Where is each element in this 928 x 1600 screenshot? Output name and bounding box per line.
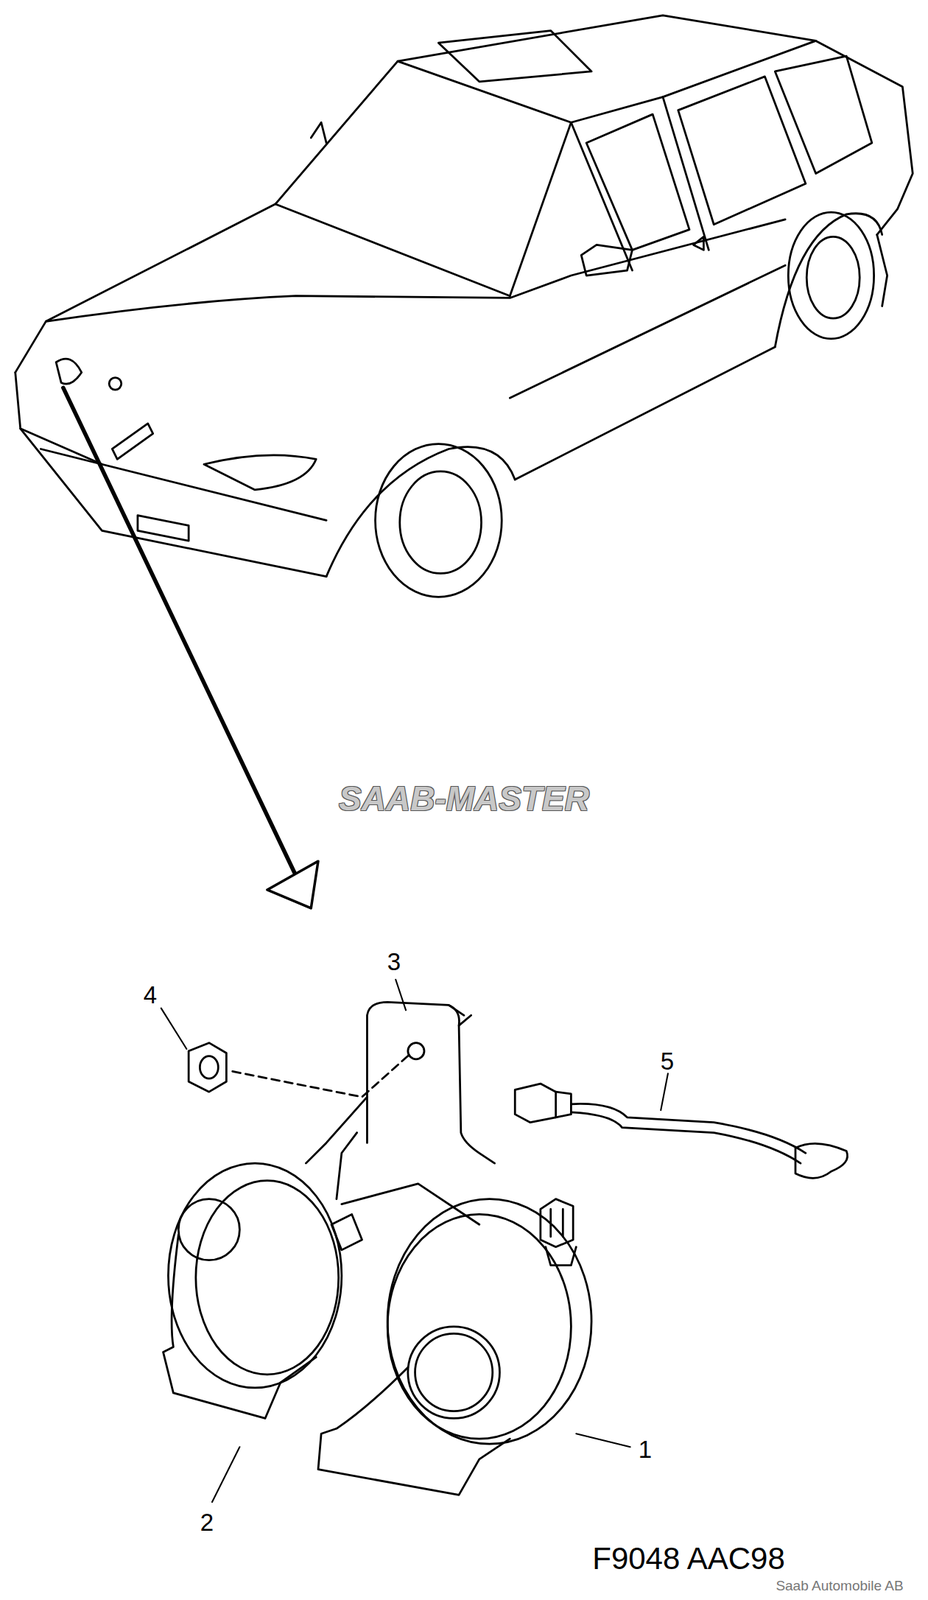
watermark: SAAB-MASTER — [338, 781, 590, 816]
nut — [188, 1042, 410, 1097]
wiring-harness — [514, 1083, 847, 1178]
callout-number: 3 — [387, 949, 401, 974]
callout-number: 2 — [200, 1509, 214, 1535]
horn-high — [318, 1199, 592, 1496]
callout-number: 1 — [638, 1436, 652, 1462]
horn-low — [163, 1162, 363, 1418]
copyright-note: Saab Automobile AB — [775, 1578, 903, 1593]
location-arrow — [63, 387, 319, 908]
leader-lines — [161, 979, 669, 1502]
car-illustration — [15, 15, 913, 598]
horn-bracket — [305, 1001, 495, 1225]
callout-number: 5 — [660, 1048, 674, 1074]
callout-number: 4 — [143, 982, 157, 1007]
figure-code: F9048 AAC98 — [592, 1542, 786, 1574]
